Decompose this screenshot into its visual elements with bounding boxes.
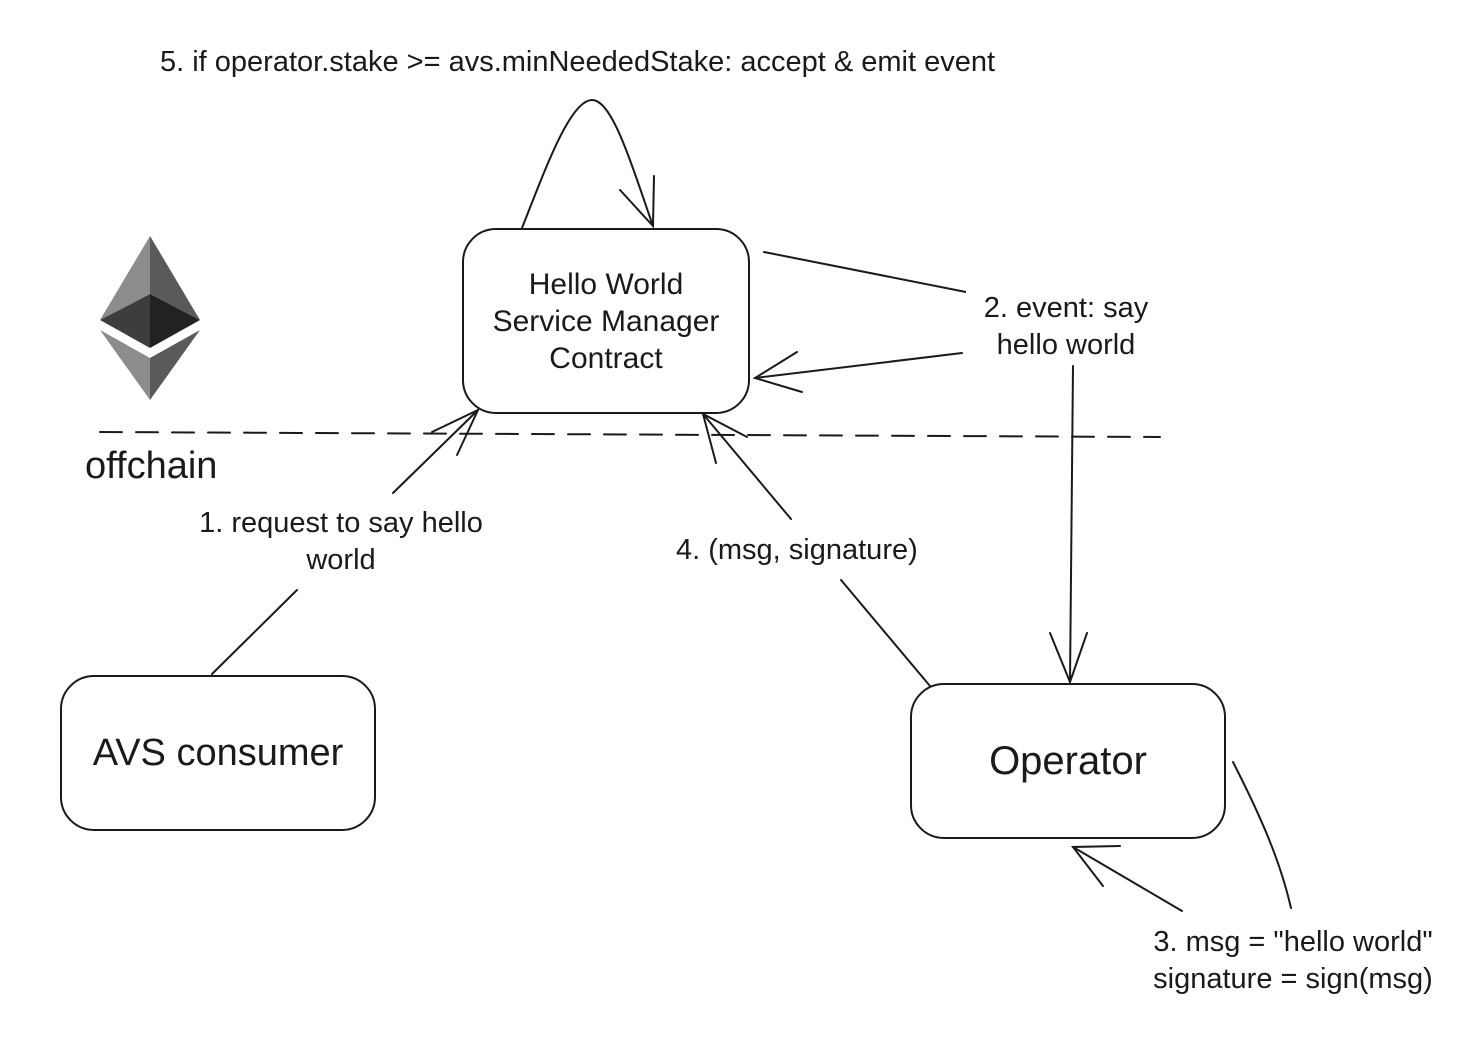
hello-world-service-manager-node[interactable]: Hello World Service Manager Contract — [462, 228, 750, 414]
step1-label-line-1: 1. request to say hello — [199, 507, 483, 539]
edge-step4-to-contract — [702, 413, 792, 520]
edge-step1-to-contract — [392, 409, 479, 494]
step4-label: 4. (msg, signature) — [676, 532, 918, 569]
step3-label-line-2: signature = sign(msg) — [1153, 963, 1433, 995]
step1-label-line-2: world — [306, 544, 376, 576]
edge-step5-arrowhead — [619, 175, 655, 229]
step2-label: 2. event: say hello world — [966, 290, 1166, 364]
edge-step3-return — [1072, 846, 1183, 912]
step1-label: 1. request to say hello world — [176, 505, 506, 579]
contract-label-line-1: Hello World — [528, 267, 684, 301]
edge-step2-out — [763, 251, 967, 293]
avs-consumer-node[interactable]: AVS consumer — [60, 675, 376, 831]
offchain-label: offchain — [85, 445, 218, 487]
step5-label: 5. if operator.stake >= avs.minNeededSta… — [160, 46, 996, 78]
edge-step2-to-operator — [1069, 365, 1074, 683]
edge-step2-return — [754, 352, 963, 379]
edge-step3-loop — [1232, 761, 1292, 909]
contract-label-line-2: Service Manager — [492, 304, 720, 338]
onchain-offchain-boundary — [99, 431, 1161, 438]
edge-step1-arrowhead — [431, 407, 481, 456]
edge-step2-return-arrowhead — [752, 351, 803, 393]
edge-step5-self-loop — [521, 98, 654, 229]
contract-label-line-3: Contract — [549, 341, 663, 375]
operator-node[interactable]: Operator — [910, 683, 1226, 839]
edge-step1-from-consumer — [211, 589, 298, 675]
step2-label-line-1: 2. event: say — [983, 292, 1149, 324]
edge-step4-from-operator — [840, 579, 931, 687]
step2-label-line-2: hello world — [996, 329, 1136, 361]
ethereum-logo-icon — [96, 234, 204, 404]
edge-step3-arrowhead — [1071, 845, 1121, 887]
step3-label: 3. msg = "hello world" signature = sign(… — [1128, 924, 1458, 998]
operator-label: Operator — [989, 738, 1147, 783]
edge-step2-operator-arrowhead — [1049, 632, 1088, 685]
consumer-label: AVS consumer — [92, 731, 344, 774]
step3-label-line-1: 3. msg = "hello world" — [1153, 926, 1433, 958]
edge-step4-arrowhead — [701, 412, 748, 464]
